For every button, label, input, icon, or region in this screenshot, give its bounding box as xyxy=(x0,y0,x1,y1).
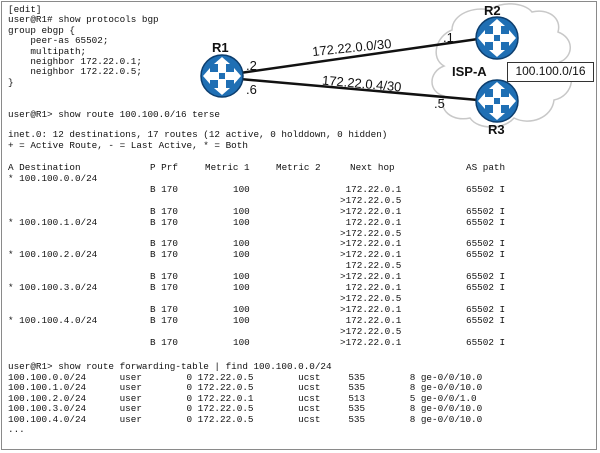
route-destination: * 100.100.0.0/24 xyxy=(8,173,98,184)
route-as-path: 65502 I xyxy=(466,336,506,348)
route-next-hop: 172.22.0.1 xyxy=(345,216,402,228)
route-next-hop: >172.22.0.1 xyxy=(340,205,402,217)
header-next-hop: Next hop xyxy=(350,162,395,173)
route-protocol-preference: B 170 xyxy=(150,249,178,261)
route-protocol-preference: B 170 xyxy=(150,336,178,348)
route-summary: inet.0: 12 destinations, 17 routes (12 a… xyxy=(8,129,388,140)
router-r3-label: R3 xyxy=(488,122,505,137)
forwarding-entry: ... xyxy=(8,424,25,436)
route-metric1: 100 xyxy=(233,249,250,261)
router-r1-label: R1 xyxy=(212,40,229,55)
route-protocol-preference: B 170 xyxy=(150,303,178,315)
route-next-hop: >172.22.0.1 xyxy=(340,303,402,315)
link-r1-r3 xyxy=(239,77,479,102)
route-next-hop: >172.22.0.5 xyxy=(340,194,402,206)
header-as-path: AS path xyxy=(466,162,506,173)
route-protocol-preference: B 170 xyxy=(150,205,178,217)
route-metric1: 100 xyxy=(233,205,250,217)
route-protocol-preference: B 170 xyxy=(150,282,178,293)
route-protocol-preference: B 170 xyxy=(150,238,178,250)
config-line: group ebgp { xyxy=(8,24,75,36)
route-next-hop: >172.22.0.1 xyxy=(340,238,402,250)
network-topology xyxy=(200,3,573,128)
route-metric1: 100 xyxy=(233,271,250,283)
header-metric1: Metric 1 xyxy=(205,162,250,173)
route-metric1: 100 xyxy=(233,183,250,195)
route-next-hop: 172.22.0.1 xyxy=(345,282,402,293)
isp-cloud xyxy=(431,3,573,128)
router-r1-icon xyxy=(200,54,244,98)
router-r2-icon xyxy=(475,16,519,60)
route-destination: * 100.100.4.0/24 xyxy=(8,314,98,326)
router-r2-label: R2 xyxy=(484,3,501,18)
header-destination: A Destination xyxy=(8,162,81,173)
route-as-path: 65502 I xyxy=(466,205,506,217)
route-command: user@R1> show route 100.100.0/16 terse xyxy=(8,109,221,120)
route-next-hop: >172.22.0.1 xyxy=(340,336,402,348)
route-next-hop: >172.22.0.1 xyxy=(340,249,402,261)
route-as-path: 65502 I xyxy=(466,271,506,283)
header-protocol-preference: P Prf xyxy=(150,162,178,173)
route-protocol-preference: B 170 xyxy=(150,216,178,228)
router-r3-icon xyxy=(475,79,519,123)
route-next-hop: >172.22.0.5 xyxy=(340,227,402,239)
route-metric1: 100 xyxy=(233,303,250,315)
route-next-hop: >172.22.0.5 xyxy=(340,325,402,337)
route-protocol-preference: B 170 xyxy=(150,314,178,326)
route-next-hop: >172.22.0.1 xyxy=(340,271,402,283)
route-metric1: 100 xyxy=(233,314,250,326)
route-destination: * 100.100.3.0/24 xyxy=(8,282,98,293)
config-line: } xyxy=(8,76,14,88)
route-next-hop: 172.22.0.1 xyxy=(345,183,402,195)
route-next-hop: 172.22.0.1 xyxy=(345,314,402,326)
config-line: multipath; xyxy=(8,45,87,57)
forwarding-entry: 100.100.1.0/24 user 0 172.22.0.5 ucst 53… xyxy=(8,382,483,394)
route-protocol-preference: B 170 xyxy=(150,183,178,195)
route-protocol-preference: B 170 xyxy=(150,271,178,283)
route-as-path: 65502 I xyxy=(466,216,506,228)
route-destination: * 100.100.1.0/24 xyxy=(8,216,98,228)
route-metric1: 100 xyxy=(233,216,250,228)
r2-interface-label: .1 xyxy=(443,30,454,45)
route-metric1: 100 xyxy=(233,336,250,348)
forwarding-table-block: 100.100.0.0/24 user 0 172.22.0.5 ucst 53… xyxy=(8,372,483,436)
route-as-path: 65502 I xyxy=(466,314,506,326)
config-line: peer-as 65502; xyxy=(8,35,109,47)
forwarding-command: user@R1> show route forwarding-table | f… xyxy=(8,361,332,372)
link-r1-r2 xyxy=(239,37,479,75)
route-next-hop: 172.22.0.5 xyxy=(345,260,402,272)
config-line: neighbor 172.22.0.5; xyxy=(8,66,142,78)
route-as-path: 65502 I xyxy=(466,282,506,293)
config-line: user@R1# show protocols bgp xyxy=(8,14,159,26)
header-metric2: Metric 2 xyxy=(276,162,321,173)
route-metric1: 100 xyxy=(233,238,250,250)
r3-interface-label: .5 xyxy=(434,96,445,111)
route-destination: * 100.100.2.0/24 xyxy=(8,249,98,261)
config-line: neighbor 172.22.0.1; xyxy=(8,56,142,68)
route-metric1: 100 xyxy=(233,282,250,293)
route-as-path: 65502 I xyxy=(466,238,506,250)
route-next-hop: >172.22.0.5 xyxy=(340,292,402,304)
route-as-path: 65502 I xyxy=(466,303,506,315)
forwarding-entry: 100.100.4.0/24 user 0 172.22.0.5 ucst 53… xyxy=(8,413,483,425)
route-as-path: 65502 I xyxy=(466,183,506,195)
forwarding-entry: 100.100.2.0/24 user 0 172.22.0.1 ucst 51… xyxy=(8,392,477,404)
route-legend: + = Active Route, - = Last Active, * = B… xyxy=(8,140,248,151)
r1-interface-label-1: .2 xyxy=(246,58,257,73)
advertised-prefix-box: 100.100.0/16 xyxy=(507,62,594,82)
isp-label: ISP-A xyxy=(452,64,487,79)
r1-interface-label-2: .6 xyxy=(246,82,257,97)
forwarding-entry: 100.100.0.0/24 user 0 172.22.0.5 ucst 53… xyxy=(8,372,483,383)
config-line: [edit] xyxy=(8,4,42,15)
forwarding-entry: 100.100.3.0/24 user 0 172.22.0.5 ucst 53… xyxy=(8,403,483,415)
route-as-path: 65502 I xyxy=(466,249,506,261)
